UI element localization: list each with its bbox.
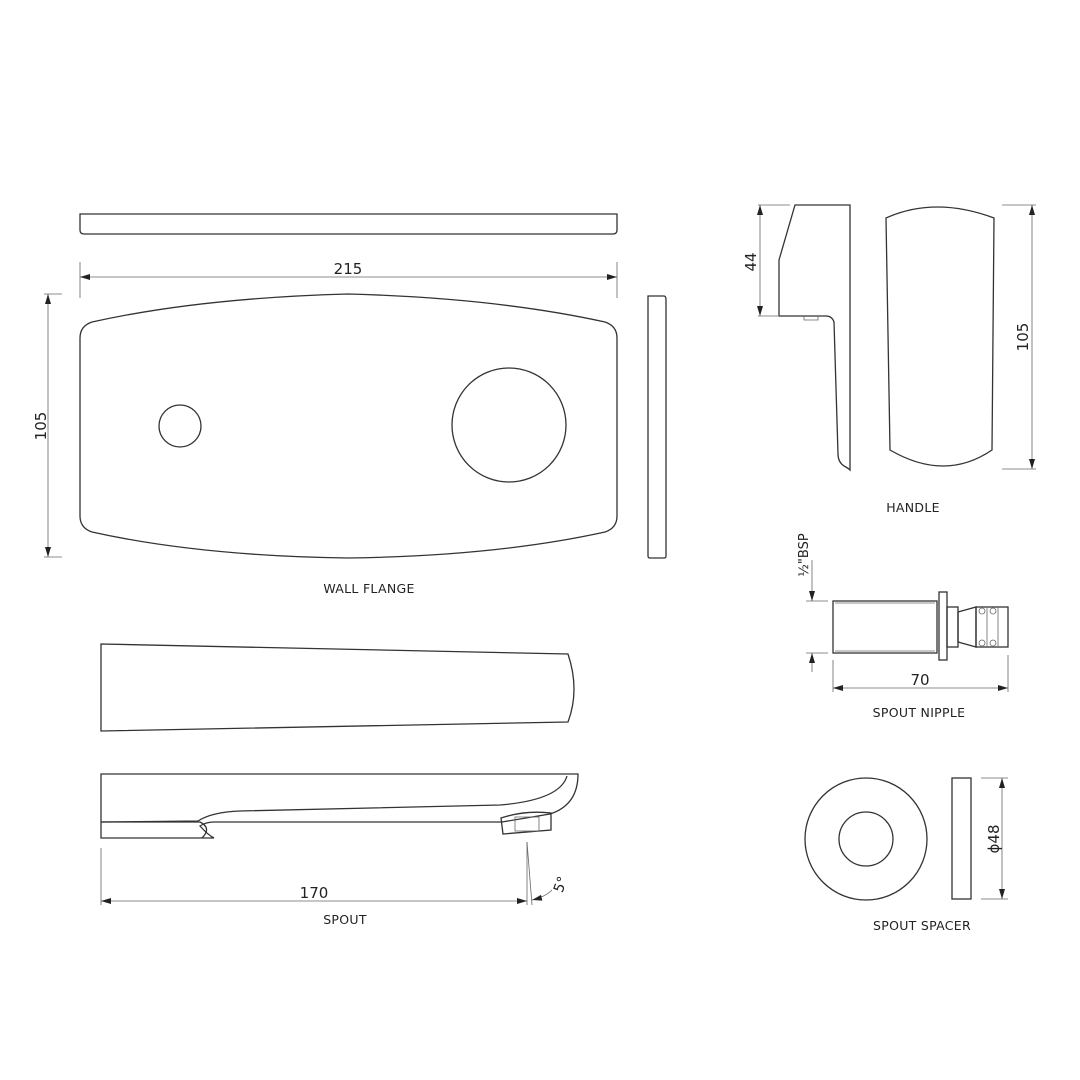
handle-height-dim: 105 bbox=[1014, 323, 1032, 352]
handle-label: HANDLE bbox=[886, 500, 940, 515]
spout-nipple-label: SPOUT NIPPLE bbox=[873, 705, 966, 720]
spout-top-view bbox=[100, 643, 575, 732]
handle-depth-dim: 44 bbox=[742, 252, 760, 271]
wall-flange-label: WALL FLANGE bbox=[323, 581, 414, 596]
spout-spacer-group: ϕ48 SPOUT SPACER bbox=[804, 777, 1008, 933]
wall-flange-top-view bbox=[79, 213, 618, 235]
wall-flange-large-hole bbox=[451, 367, 567, 483]
spout-spacer-diameter-dim: ϕ48 bbox=[985, 825, 1003, 854]
handle-side-view bbox=[778, 204, 851, 472]
spout-spacer-inner-hole bbox=[838, 811, 894, 867]
wall-flange-small-hole bbox=[158, 404, 202, 448]
wall-flange-height-dim: 105 bbox=[32, 412, 50, 441]
wall-flange-width-dim: 215 bbox=[334, 260, 363, 278]
spout-spacer-side-view bbox=[951, 777, 972, 900]
spout-nipple-thread-body bbox=[832, 600, 938, 654]
spout-group: 170 5° SPOUT bbox=[100, 643, 579, 927]
spout-angle-dim: 5° bbox=[551, 874, 571, 894]
spout-nipple-thread-dim: ½"BSP bbox=[797, 533, 812, 577]
spout-length-dim: 170 bbox=[300, 884, 329, 902]
spout-label: SPOUT bbox=[323, 912, 367, 927]
spout-aerator bbox=[500, 811, 552, 835]
spout-nipple-grip bbox=[975, 606, 1009, 648]
spout-spacer-outer-ring bbox=[804, 777, 928, 901]
handle-front-view bbox=[885, 206, 995, 467]
handle-group: 44 105 HANDLE bbox=[742, 204, 1036, 515]
spout-nipple-length-dim: 70 bbox=[910, 671, 929, 689]
wall-flange-side-view bbox=[647, 295, 667, 559]
spout-spacer-label: SPOUT SPACER bbox=[873, 918, 971, 933]
wall-flange-group: 215 105 WALL FLANGE bbox=[32, 213, 667, 596]
spout-nipple-group: ½"BSP 70 SPOUT NIPPLE bbox=[797, 533, 1009, 720]
wall-flange-front-view bbox=[79, 293, 618, 559]
spout-nipple-collar bbox=[938, 591, 948, 661]
spout-side-view bbox=[100, 773, 579, 839]
